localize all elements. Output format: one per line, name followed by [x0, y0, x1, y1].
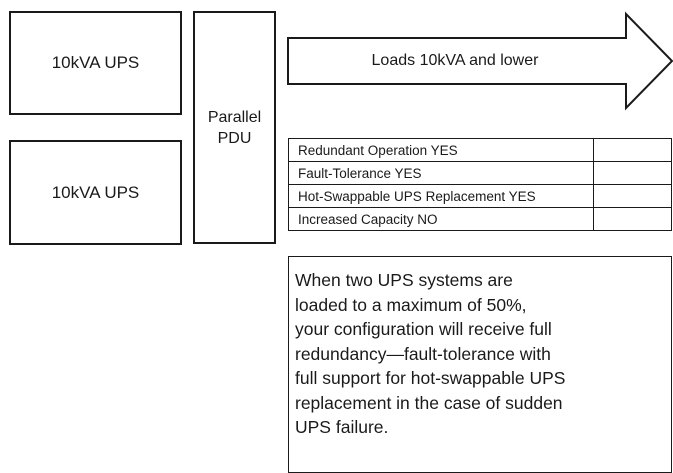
table-row: Increased Capacity NO [288, 207, 672, 231]
status-row-label: Increased Capacity NO [288, 207, 594, 231]
note-line: loaded to a maximum of 50%, [295, 294, 527, 315]
note-line: UPS failure. [295, 417, 389, 437]
load-arrow [287, 11, 673, 111]
ups-unit-2: 10kVA UPS [9, 140, 182, 245]
status-row-blank-cell [593, 207, 672, 231]
status-table: Redundant Operation YES Fault-Tolerance … [288, 138, 672, 231]
load-arrow-label: Loads 10kVA and lower [371, 52, 539, 69]
pdu-label-line-2: PDU [217, 129, 252, 147]
status-row-blank-cell [593, 138, 672, 162]
status-row-label: Redundant Operation YES [288, 138, 594, 162]
ups-unit-1: 10kVA UPS [9, 11, 182, 115]
note-line: redundancy—fault-tolerance with [295, 343, 551, 364]
status-row-label: Fault-Tolerance YES [288, 161, 594, 185]
note-line: full support for hot-swappable UPS [295, 368, 566, 388]
status-row-label: Hot-Swappable UPS Replacement YES [288, 184, 594, 208]
explanation-note: When two UPS systems are loaded to a max… [288, 256, 672, 473]
parallel-pdu: Parallel PDU [193, 11, 276, 244]
note-line: When two UPS systems are [295, 270, 513, 290]
load-arrow-shape [287, 11, 673, 111]
ups-unit-1-label: 10kVA UPS [51, 53, 140, 72]
ups-unit-2-label: 10kVA UPS [51, 182, 140, 202]
table-row: Hot-Swappable UPS Replacement YES [288, 184, 672, 208]
pdu-label-line-1: Parallel [207, 108, 262, 126]
table-row: Redundant Operation YES [288, 138, 672, 162]
note-line: replacement in the case of sudden [295, 392, 563, 413]
status-row-blank-cell [593, 161, 672, 185]
table-row: Fault-Tolerance YES [288, 161, 672, 185]
status-row-blank-cell [593, 184, 672, 208]
note-line: your configuration will receive full [295, 319, 552, 339]
